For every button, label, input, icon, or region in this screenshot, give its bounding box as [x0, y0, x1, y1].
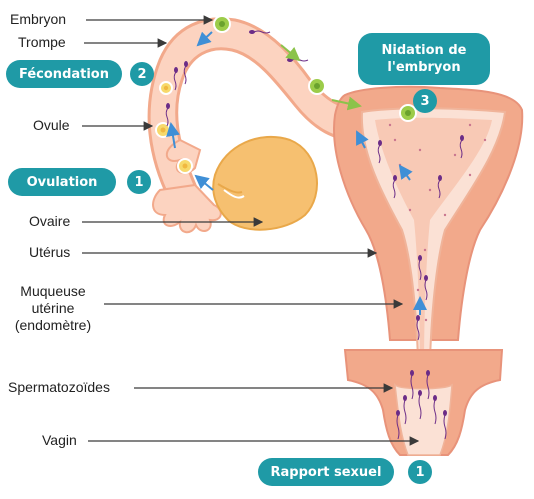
vagina — [343, 349, 504, 456]
ovulation-step-number: 1 — [127, 170, 151, 194]
sperm-direction-arrows — [166, 31, 427, 315]
label-leaders — [82, 15, 420, 446]
fallopian-tube — [147, 17, 367, 234]
fecondation-step-number: 2 — [130, 62, 154, 86]
embryo — [213, 15, 417, 122]
label-vagin: Vagin — [42, 432, 77, 448]
label-muqueuse-line1: Muqueuse — [20, 283, 86, 299]
rapport-sexuel-pill: Rapport sexuel — [258, 458, 394, 486]
nidation-line1: Nidation de — [381, 43, 467, 58]
nidation-step-number: 3 — [413, 89, 437, 113]
rapport-sexuel-step-number: 1 — [408, 460, 432, 484]
ovary — [212, 135, 318, 231]
fecondation-pill: Fécondation — [6, 60, 122, 88]
label-muqueuse: Muqueuse utérine (endomètre) — [4, 283, 102, 334]
label-ovule: Ovule — [33, 117, 70, 133]
nidation-line2: l'embryon — [387, 60, 461, 75]
label-embryon: Embryon — [10, 11, 67, 27]
label-uterus: Utérus — [29, 244, 71, 260]
label-trompe: Trompe — [18, 34, 66, 50]
spermatozoa — [165, 30, 463, 440]
uterus — [333, 85, 524, 370]
label-muqueuse-line3: (endomètre) — [14, 317, 92, 333]
nidation-pill: Nidation de l'embryon — [358, 33, 490, 85]
label-ovaire: Ovaire — [29, 213, 71, 229]
ovulation-pill: Ovulation — [8, 168, 116, 196]
label-spermatozoides: Spermatozoïdes — [8, 379, 110, 395]
embryo-path-arrows — [280, 44, 362, 111]
label-muqueuse-line2: utérine — [31, 300, 75, 316]
